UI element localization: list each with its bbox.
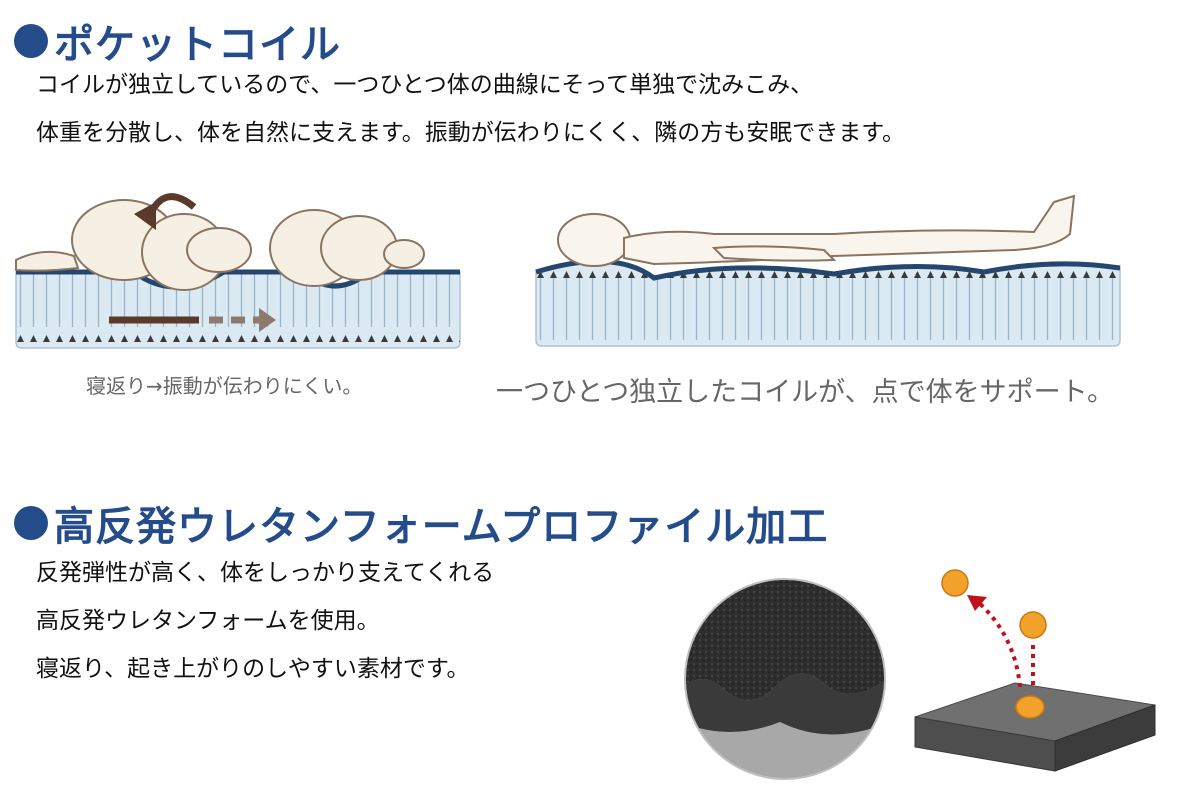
foam-description-line-2: 高反発ウレタンフォームを使用。 [36,608,380,634]
bounce-arrow-curved [975,599,1022,688]
foam-description-line-3: 寝返り、起き上がりのしやすい素材です。 [36,656,470,682]
coil-surface-line [535,258,1121,281]
description-line-1: コイルが独立しているので、一つひとつ体の曲線にそって単独で沈みこみ、 [36,72,814,98]
section-heading-pocket-coil: ポケットコイル [14,12,341,70]
section-heading-urethane-foam: 高反発ウレタンフォームプロファイル加工 [14,494,828,552]
section-title: ポケットコイル [54,22,341,68]
coil-support-illustration [535,194,1121,347]
coil-rollover-illustration [15,193,461,349]
foam-closeup-image [684,578,886,780]
body-outline-lying [557,213,631,267]
foam-description-line-1: 反発弾性が高く、体をしっかり支えてくれる [36,560,495,586]
bullet-dot-icon [14,24,48,58]
caption-rollover: 寝返り→振動が伝わりにくい。 [86,374,363,398]
section-title: 高反発ウレタンフォームプロファイル加工 [54,504,829,550]
caption-point-support: 一つひとつ独立したコイルが、点で体をサポート。 [496,377,1115,408]
motion-arrow-head-icon [259,308,276,332]
rebound-diagram [914,569,1156,772]
description-line-2: 体重を分散し、体を自然に支えます。振動が伝わりにくく、隣の方も安眠できます。 [36,120,905,146]
ball-icon [941,569,1047,719]
bullet-dot-icon [14,506,48,540]
